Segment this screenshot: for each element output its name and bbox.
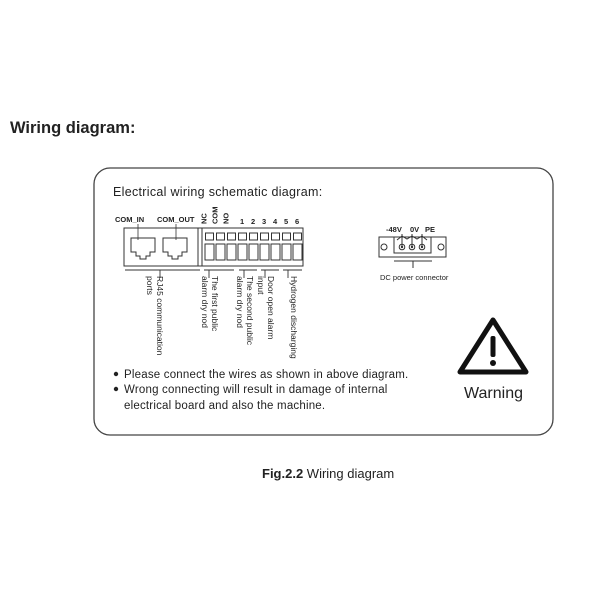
- com-out-label: COM_OUT: [157, 215, 195, 224]
- door-alarm-line1: Door open alarm: [266, 276, 276, 339]
- note-1: Please connect the wires as shown in abo…: [124, 369, 408, 381]
- label-brackets: [125, 269, 302, 278]
- com-in-label: COM_IN: [115, 215, 144, 224]
- terminal-block: [201, 227, 304, 267]
- second-alarm-line1: The second public: [245, 276, 255, 346]
- first-alarm-line1: The first public: [210, 276, 220, 332]
- note-2: Wrong connecting will result in damage o…: [124, 384, 388, 396]
- second-alarm-line2: alarm dry nod: [235, 276, 245, 328]
- hydrogen-label: Hydrogen discharging: [289, 276, 299, 359]
- dc-pin-0v-label: 0V: [410, 225, 419, 234]
- terminal-label: 4: [273, 217, 278, 226]
- terminal-pin: 2: [248, 217, 259, 261]
- terminal-label: 3: [262, 217, 266, 226]
- terminal-label: 1: [240, 217, 244, 226]
- door-alarm-line2: input: [256, 276, 266, 295]
- terminal-pin: 5: [281, 217, 292, 261]
- first-alarm-line2: alarm dry nod: [200, 276, 210, 328]
- figure-caption: Fig.2.2 Wiring diagram: [262, 466, 394, 481]
- rj45-ports: [123, 227, 203, 267]
- schematic-frame: [93, 167, 554, 436]
- terminal-pin: 4: [270, 217, 281, 261]
- terminal-pin: 6: [292, 217, 303, 261]
- terminal-label: NO: [222, 213, 231, 224]
- note-3: electrical board and also the machine.: [124, 400, 325, 412]
- terminal-pin: COM: [211, 207, 226, 261]
- dc-connector-label: DC power connector: [380, 273, 449, 282]
- warning-icon: [457, 317, 529, 375]
- rj45-label-line2: ports: [145, 276, 155, 295]
- dc-pin-48v-label: -48V: [386, 225, 402, 234]
- warning-label: Warning: [464, 385, 523, 402]
- dc-power-connector: -48V 0V PE DC power connector: [378, 225, 449, 282]
- section-heading: Wiring diagram:: [10, 119, 135, 137]
- terminal-label: 5: [284, 217, 288, 226]
- terminal-label: COM: [211, 207, 220, 225]
- terminal-pin: NC: [200, 213, 215, 261]
- rj45-label-line1: RJ45 communication: [155, 276, 165, 356]
- terminal-label: 6: [295, 217, 299, 226]
- terminal-pin: 3: [259, 217, 270, 261]
- schematic-title: Electrical wiring schematic diagram:: [113, 185, 322, 199]
- dc-pin-pe-label: PE: [425, 225, 435, 234]
- terminal-pin: NO: [222, 213, 237, 261]
- terminal-label: 2: [251, 217, 255, 226]
- terminal-label: NC: [200, 213, 209, 224]
- terminal-pin: 1: [237, 217, 248, 261]
